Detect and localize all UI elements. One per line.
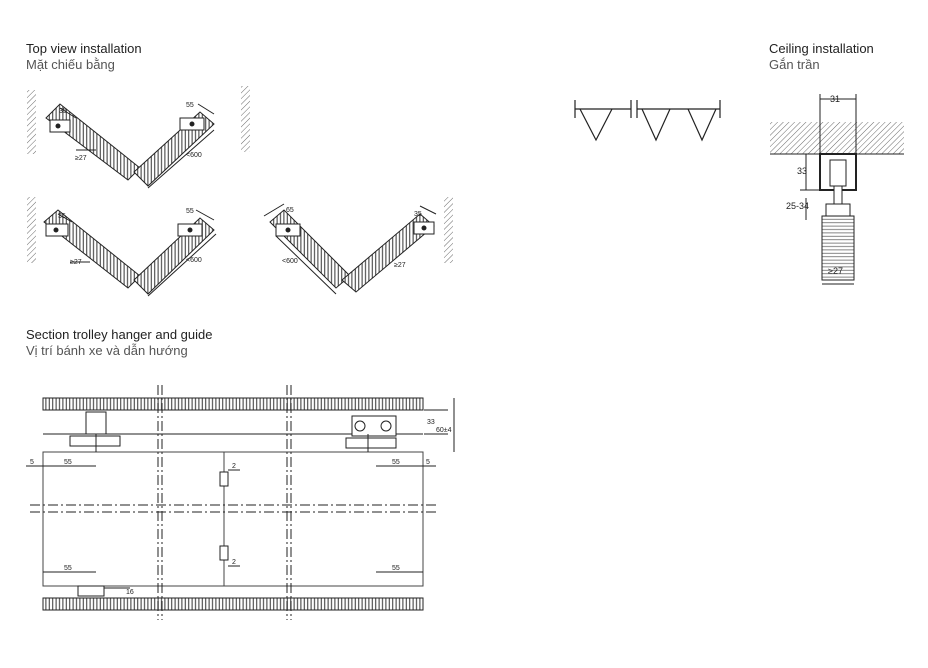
dim-5-left: 5: [30, 459, 34, 466]
ceiling-title: Ceiling installation: [769, 41, 874, 56]
dim-2-top: 2: [232, 463, 236, 470]
dim-55-1: 55: [186, 102, 194, 109]
wall-left: [27, 90, 36, 154]
door-panels: [42, 451, 424, 587]
dim-35-2: 35: [58, 213, 66, 220]
panel-left: [45, 103, 141, 181]
dim-35-3: 35: [414, 211, 422, 218]
dim-5-right: 5: [426, 459, 430, 466]
top-view-subtitle: Mặt chiếu bằng: [26, 57, 115, 72]
ceiling-diagram: [770, 94, 904, 285]
dim-55-bottom-right: 55: [392, 565, 400, 572]
panel-right-2: [133, 217, 215, 295]
panel-left-3: [269, 209, 351, 289]
wall-right-3: [444, 197, 453, 263]
dim-25-34: 25-34: [786, 201, 809, 211]
trolley-left: [85, 411, 107, 435]
dim-27-1: ≥27: [75, 155, 87, 162]
floor-guide: [77, 585, 105, 597]
panel-left-2: [43, 209, 141, 289]
dim-600-3: <600: [282, 258, 298, 265]
bottom-guide: [42, 597, 424, 611]
dim-27-2: ≥27: [70, 259, 82, 266]
dim-600-2: <600: [186, 257, 202, 264]
dim-55-top-left: 55: [64, 459, 72, 466]
top-view-title: Top view installation: [26, 41, 142, 56]
door-panel-section: [821, 215, 855, 281]
dim-55-top-right: 55: [392, 459, 400, 466]
section-title: Section trolley hanger and guide: [26, 327, 213, 342]
dim-2-bottom: 2: [232, 559, 236, 566]
dim-33-ceiling: 33: [797, 166, 807, 176]
ceiling-subtitle: Gắn trần: [769, 57, 820, 72]
dim-31: 31: [830, 94, 840, 104]
dim-35-1: 35: [59, 108, 67, 115]
dim-65-3: 65: [286, 207, 294, 214]
dim-27-3: ≥27: [394, 262, 406, 269]
top-track: [42, 397, 424, 411]
dim-600-1: <600: [186, 152, 202, 159]
ceiling-heading: Ceiling installation Gắn trần: [769, 41, 874, 73]
top-view-diagram-1: [27, 86, 250, 189]
ceiling-slab: [770, 122, 904, 154]
trolley-right: [351, 415, 397, 437]
top-view-diagram-2: [27, 197, 217, 297]
dim-60: 60±4: [436, 427, 452, 434]
dim-33-section: 33: [427, 419, 435, 426]
wall-right: [241, 86, 250, 152]
fold-symbol: [574, 100, 721, 142]
dim-16: 16: [126, 589, 134, 596]
dim-55-2: 55: [186, 208, 194, 215]
top-view-diagram-3: [263, 197, 453, 295]
top-view-heading: Top view installation Mặt chiếu bằng: [26, 41, 142, 73]
dim-27-ceiling: ≥27: [828, 266, 843, 276]
dim-55-bottom-left: 55: [64, 565, 72, 572]
section-subtitle: Vị trí bánh xe và dẫn hướng: [26, 343, 188, 358]
section-heading: Section trolley hanger and guide Vị trí …: [26, 327, 212, 359]
section-diagram: [26, 385, 455, 620]
wall-left-2: [27, 197, 36, 263]
